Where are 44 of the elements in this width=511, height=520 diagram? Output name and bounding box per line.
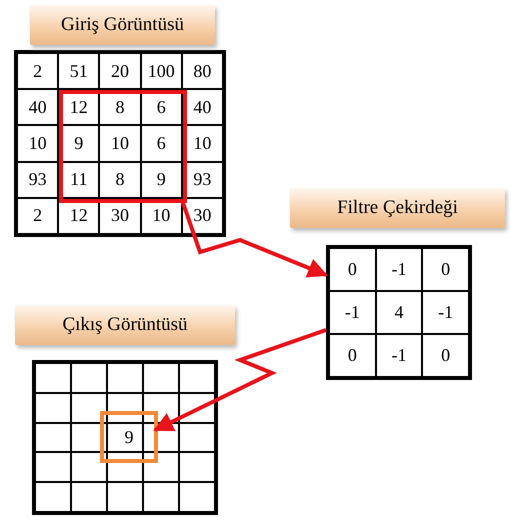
pixel-value: 11: [70, 169, 88, 190]
kernel-weight: -1: [438, 302, 454, 323]
input-image-grid: [14, 50, 226, 237]
pixel-value: 9: [124, 426, 134, 448]
arrow: [153, 328, 327, 432]
pixel-value: 10: [152, 205, 170, 226]
kernel-weight: 0: [348, 259, 357, 280]
pixel-value: 8: [115, 169, 124, 190]
output-image-grid: [32, 360, 218, 515]
kernel-weight: -1: [391, 345, 406, 366]
pixel-value: 40: [28, 96, 47, 118]
filter-kernel-grid: [326, 245, 472, 380]
pixel-value: 80: [193, 60, 212, 82]
sliding-window: [59, 90, 187, 203]
pixel-value: 12: [70, 96, 88, 118]
pixel-value: 9: [74, 132, 84, 154]
pixel-value: 100: [148, 60, 175, 82]
heading-banner: Çıkış Görüntüsü: [15, 305, 235, 345]
kernel-weight: -1: [344, 302, 360, 323]
pixel-value: 10: [110, 132, 129, 154]
output-pixel: [100, 411, 158, 463]
pixel-value: 10: [193, 132, 212, 154]
pixel-value: 40: [193, 96, 212, 118]
pixel-value: 93: [28, 169, 47, 190]
pixel-value: 2: [33, 60, 42, 82]
kernel-weight: 0: [441, 259, 450, 280]
pixel-value: 8: [115, 96, 124, 118]
pixel-value: 20: [110, 60, 129, 82]
kernel-weight: 0: [348, 345, 357, 366]
pixel-value: 6: [156, 132, 166, 154]
kernel-weight: 0: [441, 345, 450, 366]
heading-banner: Filtre Çekirdeği: [290, 188, 505, 228]
pixel-value: 12: [70, 205, 88, 226]
pixel-value: 9: [156, 169, 166, 190]
pixel-value: 51: [70, 60, 88, 82]
pixel-value: 30: [193, 205, 212, 226]
heading-banner: Giriş Görüntüsü: [30, 5, 215, 45]
pixel-value: 93: [193, 169, 212, 190]
kernel-weight: -1: [391, 259, 406, 280]
kernel-weight: 4: [394, 302, 404, 323]
pixel-value: 30: [110, 205, 129, 226]
pixel-value: 10: [28, 132, 47, 154]
pixel-value: 2: [33, 205, 42, 226]
pixel-value: 6: [156, 96, 166, 118]
